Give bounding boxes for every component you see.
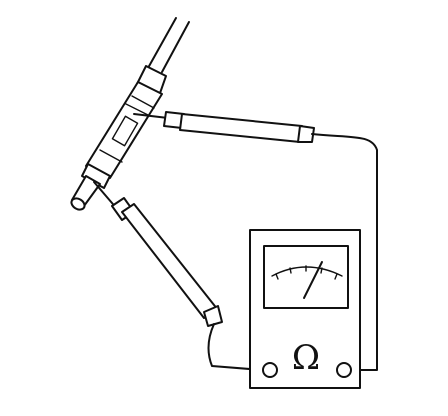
left-terminal [262,362,278,378]
meter-needle [303,261,323,299]
ohm-symbol: Ω [292,338,320,378]
lower-test-probe-icon [93,181,263,371]
cylindrical-sensor-icon [70,65,167,211]
ohmmeter-icon: Ω [249,229,361,389]
meter-display-window [263,245,349,309]
sensor-cable [147,17,190,73]
right-terminal [336,362,352,378]
upper-test-probe-icon [133,111,378,371]
